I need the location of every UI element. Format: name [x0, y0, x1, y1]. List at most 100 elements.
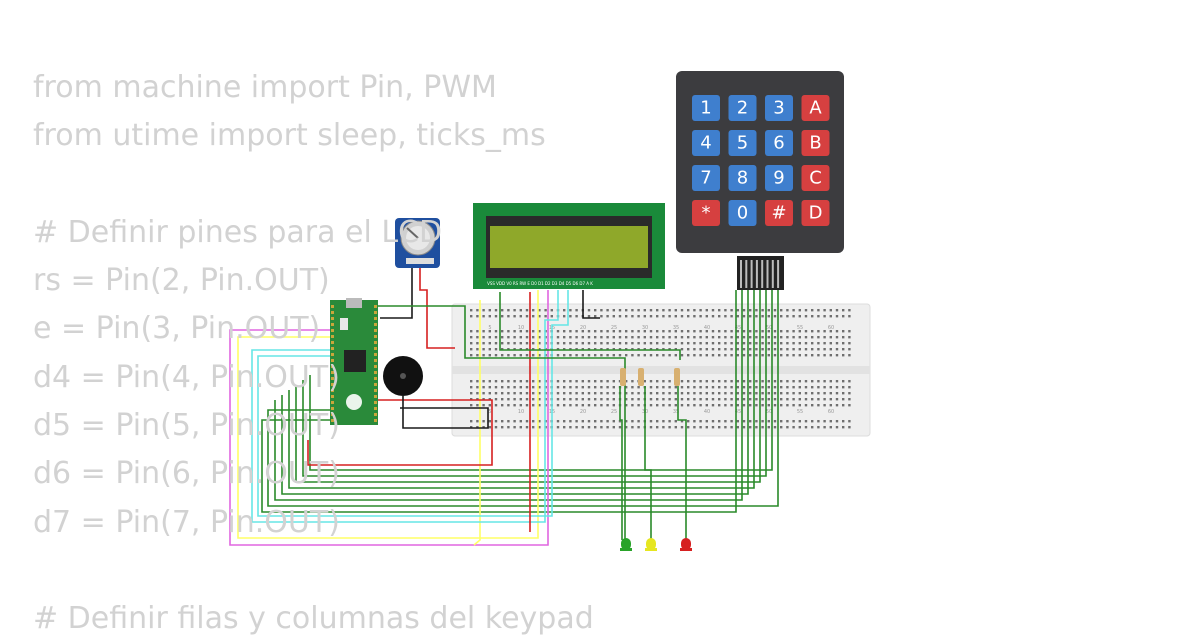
- led: [680, 538, 692, 551]
- code-line: # Definir filas y columnas del keypad: [33, 601, 594, 637]
- buzzer: [383, 356, 423, 396]
- wire: [302, 290, 767, 477]
- breadboard-col-number: 10: [518, 325, 524, 331]
- wire: [261, 290, 737, 513]
- wire: [419, 268, 455, 349]
- potentiometer: [395, 218, 440, 268]
- wire: [473, 300, 481, 546]
- breadboard-col-number: 50: [766, 325, 772, 331]
- keypad-key-4: 4: [692, 130, 720, 156]
- keypad-key-label: D: [809, 203, 823, 224]
- lcd-display: VSS VDD V0 RS RW E D0 D1 D2 D3 D4 D5 D6 …: [473, 203, 665, 289]
- code-line: from machine import Pin, PWM: [33, 70, 497, 105]
- keypad-key-label: *: [702, 203, 711, 224]
- code-line: rs = Pin(2, Pin.OUT): [33, 263, 330, 299]
- code-line: d7 = Pin(7, Pin.OUT): [33, 504, 340, 540]
- breadboard-col-number: 60: [828, 325, 834, 331]
- wire: [229, 290, 549, 546]
- breadboard-col-number: 55: [797, 409, 803, 415]
- breadboard-col-number: 5: [488, 409, 491, 415]
- wire: [274, 290, 743, 501]
- keypad-key-label: 7: [700, 168, 711, 189]
- breadboard-col-number: 40: [704, 325, 710, 331]
- breadboard-col-number: 20: [580, 325, 586, 331]
- keypad-key-2: 2: [728, 95, 757, 121]
- keypad-key-label: 6: [773, 133, 784, 154]
- keypad-key-1: 1: [692, 95, 720, 121]
- keypad-key-label: 3: [773, 98, 784, 119]
- leds: [620, 538, 692, 551]
- wire: [378, 305, 626, 540]
- breadboard-col-number: 35: [673, 325, 679, 331]
- wire: [677, 386, 687, 540]
- resistors: [620, 368, 680, 386]
- keypad-key-label: 4: [700, 133, 711, 154]
- led: [620, 538, 632, 551]
- keypad-key-D: D: [801, 200, 830, 226]
- keypad-key-label: 8: [737, 168, 748, 189]
- wire: [251, 290, 559, 523]
- keypad-key-label: 5: [737, 133, 748, 154]
- keypad-key-star: *: [692, 200, 720, 226]
- keypad-key-label: C: [809, 168, 822, 189]
- keypad-key-7: 7: [692, 165, 720, 191]
- keypad-key-5: 5: [728, 130, 757, 156]
- code-line: d5 = Pin(5, Pin.OUT): [33, 408, 340, 444]
- keypad-key-label: 1: [700, 98, 711, 119]
- wire: [380, 268, 413, 319]
- wire: [499, 292, 681, 360]
- breadboard-col-number: 40: [704, 409, 710, 415]
- keypad-key-label: A: [809, 98, 822, 119]
- breadboard-col-number: 45: [735, 325, 741, 331]
- code-line: [33, 547, 594, 595]
- keypad-key-label: 2: [737, 98, 748, 119]
- keypad-key-6: 6: [765, 130, 793, 156]
- keypad-key-label: 9: [773, 168, 784, 189]
- code-line: from utime import sleep, ticks_ms: [33, 118, 546, 154]
- wire: [237, 290, 539, 539]
- wire: [619, 386, 623, 540]
- breadboard-col-number: 35: [673, 409, 679, 415]
- wire: [400, 396, 489, 429]
- code-line: e = Pin(3, Pin.OUT): [33, 311, 321, 347]
- breadboard-col-number: 45: [735, 409, 741, 415]
- keypad-key-label: 0: [737, 203, 748, 224]
- keypad-key-A: A: [801, 95, 830, 121]
- breadboard-col-number: 50: [766, 409, 772, 415]
- keypad-key-C: C: [801, 165, 830, 191]
- wire: [582, 290, 600, 319]
- wire: [288, 290, 755, 489]
- keypad-key-label: B: [809, 133, 821, 154]
- breadboard-col-number: 30: [642, 325, 648, 331]
- keypad-key-hash: #: [765, 200, 793, 226]
- breadboard-col-number: 10: [518, 409, 524, 415]
- code-line: # Definir pines para el LCD: [33, 214, 443, 250]
- wire: [295, 290, 761, 483]
- wire: [309, 290, 773, 471]
- breadboard-col-number: 25: [611, 409, 617, 415]
- wire: [267, 290, 779, 507]
- keypad-key-0: 0: [728, 200, 757, 226]
- code-line: d4 = Pin(4, Pin.OUT): [33, 359, 340, 395]
- keypad-key-label: #: [771, 203, 786, 224]
- code-line: d6 = Pin(6, Pin.OUT): [33, 456, 340, 492]
- keypad-key-3: 3: [765, 95, 793, 121]
- wire: [257, 290, 569, 517]
- breadboard-col-number: 55: [797, 325, 803, 331]
- keypad-key-8: 8: [728, 165, 757, 191]
- breadboard-col-number: 25: [611, 325, 617, 331]
- keypad-key-9: 9: [765, 165, 793, 191]
- code-listing: from machine import Pin, PWM from utime i…: [33, 64, 594, 644]
- code-line: [33, 161, 594, 209]
- wiring: [229, 268, 779, 546]
- lcd-pin-labels: VSS VDD V0 RS RW E D0 D1 D2 D3 D4 D5 D6 …: [487, 281, 593, 286]
- led: [645, 538, 657, 551]
- breadboard-col-number: 20: [580, 409, 586, 415]
- wire: [281, 290, 749, 495]
- breadboard-col-number: 5: [488, 325, 491, 331]
- wire: [307, 399, 493, 466]
- wire: [644, 386, 652, 540]
- keypad-key-B: B: [801, 130, 830, 156]
- keypad: 1 2 3 A 4 5 6 B 7 8 9 C * 0 # D: [676, 71, 844, 290]
